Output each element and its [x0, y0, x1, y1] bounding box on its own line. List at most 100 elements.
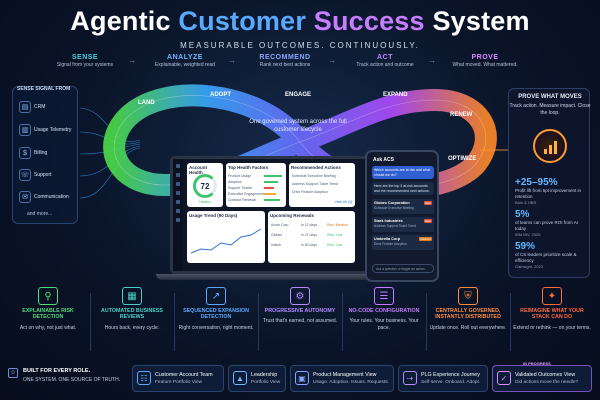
account-name: Globex Corporation — [374, 201, 410, 205]
stat-retention: +25–95% Profit lift from 5pt improvement… — [515, 177, 587, 205]
signal-label: Communication — [34, 194, 69, 200]
usage-trend-title: Usage Trend (90 Days) — [189, 213, 238, 218]
divider — [510, 293, 511, 351]
renewal-name: Initech — [271, 243, 282, 247]
stage-sense: SENSE Signal from your systems — [40, 54, 130, 68]
nav-icon[interactable] — [176, 200, 180, 204]
nav-icon[interactable] — [176, 182, 180, 186]
loop-label-renew: RENEW — [450, 112, 473, 118]
divider — [426, 293, 427, 351]
view-plg-journey[interactable]: ⇢ PLG Experience Journey Self-serve. Onb… — [398, 365, 488, 392]
renewal-row[interactable]: Acme Corp in 12 days Risk: Medium — [271, 223, 353, 227]
user-icon: ☺ — [8, 368, 18, 378]
capability-name: CENTRALLY GOVERNED, INSTANTLY DISTRIBUTE… — [435, 308, 501, 321]
view-all-link[interactable]: View All (4) — [334, 200, 352, 204]
validated-outcomes-icon: ✓ — [497, 371, 511, 385]
view-validated-outcomes[interactable]: IN PROGRESS ✓ Validated Outcomes View Di… — [492, 361, 592, 392]
capability-risk-detection: ⚲ EXPLAINABLE RISK DETECTION Act on why,… — [8, 287, 88, 357]
growth-chart-icon — [533, 129, 567, 163]
factor-bar — [264, 193, 276, 195]
governance-icon: ⛨ — [458, 287, 478, 305]
view-product-management[interactable]: ▣ Product Management View Usage. Adoptio… — [290, 365, 394, 392]
loop-label-adopt: ADOPT — [210, 92, 231, 98]
risk-badge: High — [423, 201, 432, 205]
signal-sources-panel: SENSE SIGNAL FROM ▤ CRM ▥ Usage Telemetr… — [12, 86, 78, 224]
stage-analyze: ANALYZE Explainable, weighted read — [140, 54, 230, 68]
capability-name: AUTOMATED BUSINESS REVIEWS — [101, 308, 163, 321]
renewal-name: Acme Corp — [271, 223, 289, 227]
capability-desc: Trust that's earned, not assumed. — [262, 318, 338, 325]
business-reviews-icon: ▦ — [122, 287, 142, 305]
renewal-row[interactable]: Initech in 60 days Risk: Low — [271, 243, 353, 247]
renewal-row[interactable]: Globex in 47 days Risk: Low — [271, 233, 353, 237]
view-title: Product Management View — [313, 372, 377, 378]
loop-label-land: LAND — [138, 100, 155, 106]
ask-acs-title: Ask ACS — [373, 157, 394, 163]
loop-center-text: One governed system across the full cust… — [249, 119, 347, 133]
user-question-bubble: Which accounts are at risk and what shou… — [372, 166, 434, 179]
factor-bar — [264, 199, 280, 201]
nav-icon[interactable] — [176, 164, 180, 168]
nav-icon[interactable] — [176, 218, 180, 222]
recommended-actions-title: Recommended Actions — [291, 165, 341, 170]
signal-stream-line — [79, 143, 141, 155]
account-action: Address Support Ticket Trend — [374, 224, 416, 228]
arrow-right-icon: → — [328, 56, 336, 65]
action-item[interactable]: Drive Feature Adoption — [292, 190, 328, 194]
in-progress-badge: IN PROGRESS — [523, 361, 551, 366]
usage-trend-line — [190, 228, 262, 254]
renewal-days: in 47 days — [301, 233, 317, 237]
footer: ☺ BUILT FOR EVERY ROLE. ONE SYSTEM. ONE … — [0, 361, 600, 400]
expansion-detection-icon: ↗ — [206, 287, 226, 305]
health-factors-title: Top Health Factors — [228, 165, 269, 170]
risk-badge: Medium — [419, 237, 432, 241]
renewal-risk: Risk: Low — [327, 233, 343, 237]
capability-name: PROGRESSIVE AUTONOMY — [264, 308, 336, 314]
at-risk-account[interactable]: Globex Corporation Schedule Executive Br… — [372, 199, 434, 214]
risk-badge: High — [423, 219, 432, 223]
upcoming-renewals-title: Upcoming Renewals — [270, 213, 315, 218]
stage-desc: Track action and outcome — [356, 62, 414, 68]
risk-detection-icon: ⚲ — [38, 287, 58, 305]
stat-desc: of teams can prove ROI from AI today — [515, 220, 579, 231]
view-customer-account-team[interactable]: ☷ Customer Account Team Feature Portfoli… — [132, 365, 224, 392]
action-item[interactable]: Schedule Executive Briefing — [292, 174, 336, 178]
view-leadership[interactable]: ▲ Leadership Portfolio View — [228, 365, 286, 392]
capability-name: REIMAGINE WHAT YOUR STACK CAN DO — [520, 308, 584, 321]
nav-icon[interactable] — [176, 209, 180, 213]
stage-name: ACT — [377, 54, 393, 61]
view-sub: Feature Portfolio View — [155, 380, 203, 385]
capability-desc: Hours back, every cycle. — [104, 324, 160, 331]
capability-autonomy: ⚙ PROGRESSIVE AUTONOMY Trust that's earn… — [260, 287, 340, 357]
divider — [342, 293, 343, 351]
loop-label-optimize: OPTIMIZE — [448, 156, 477, 162]
stat-desc: of CS leaders prioritize scale & efficie… — [515, 252, 577, 263]
dashboard-sidebar — [173, 159, 183, 271]
stage-act: ACT Track action and outcome — [340, 54, 430, 68]
stage-name: RECOMMEND — [259, 54, 311, 61]
prove-panel: PROVE WHAT MOVES Track action. Measure i… — [508, 88, 590, 278]
nav-icon[interactable] — [176, 173, 180, 177]
action-item[interactable]: Address Support Ticket Trend — [292, 182, 339, 186]
arrow-right-icon: → — [428, 56, 436, 65]
signal-streams — [79, 107, 141, 199]
capability-governance: ⛨ CENTRALLY GOVERNED, INSTANTLY DISTRIBU… — [428, 287, 508, 357]
factor-bar — [264, 187, 274, 189]
nav-icon[interactable] — [176, 191, 180, 195]
account-name: Umbrella Corp — [374, 237, 401, 241]
stage-name: ANALYZE — [167, 54, 203, 61]
at-risk-account[interactable]: Stark Industries Address Support Ticket … — [372, 217, 434, 232]
ask-input[interactable]: Ask a question or trigger an action... — [372, 264, 434, 273]
account-health-title: Account Health — [189, 165, 207, 175]
view-sub: Usage. Adoption. Issues. Requests. — [313, 380, 389, 385]
stage-name: SENSE — [71, 54, 99, 61]
laptop-dashboard: Account Health 72 Healthy Top Health Fac… — [170, 156, 388, 274]
factor-bar — [264, 181, 278, 183]
title-word-success: Success — [313, 6, 425, 36]
stat-source: Bain & HBR — [515, 200, 537, 205]
at-risk-account[interactable]: Umbrella Corp Drive Feature Adoption Med… — [372, 235, 434, 250]
renewal-days: in 12 days — [301, 223, 317, 227]
signal-label: Billing — [34, 150, 48, 156]
autonomy-icon: ⚙ — [290, 287, 310, 305]
health-label: Healthy — [199, 200, 211, 204]
